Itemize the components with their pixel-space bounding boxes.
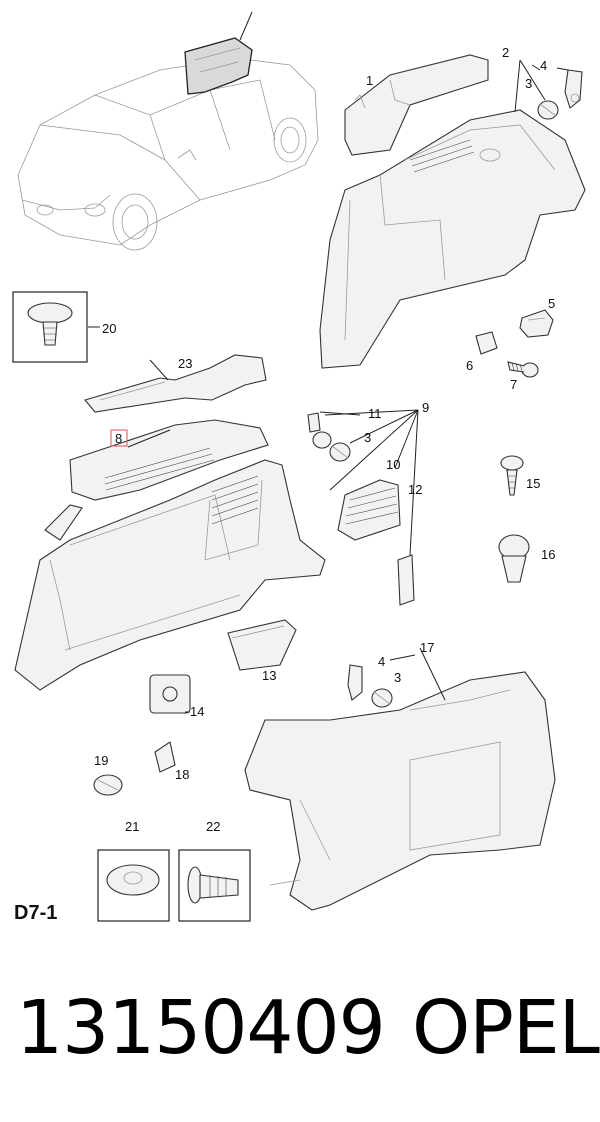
callout-7: 7 [510,377,517,392]
part-19-cap [93,774,123,796]
callout-10: 10 [386,457,400,472]
part-1-upper-trim [344,54,489,156]
callout-19: 19 [94,753,108,768]
callout-4-lower: 4 [378,654,385,669]
part-4-clip-top [564,69,583,109]
leader-lines [127,59,569,713]
part-12-bracket [397,554,415,606]
part-16-push-clip [498,534,530,583]
callout-1: 1 [366,73,373,88]
part-21-box [97,849,170,922]
callout-20: 20 [102,321,116,336]
callout-13: 13 [262,668,276,683]
callout-8-highlight [110,429,128,447]
part-6-square-nut [475,331,498,355]
callout-3-middle: 3 [364,430,371,445]
part-8-trim [44,419,269,541]
callouts: 1 2 4 3 20 5 6 7 23 11 9 3 8 10 15 12 16… [94,45,555,834]
car-illustration [17,11,319,251]
callout-14: 14 [190,704,204,719]
part-2-right-trim-panel [319,109,586,369]
callout-3-top: 3 [525,76,532,91]
part-22-box [178,849,251,922]
part-7-screw [507,361,539,378]
part-5-clip [519,309,554,338]
part-11-connector [307,412,332,449]
part-10-grille [337,479,401,541]
callout-8: 8 [115,431,122,446]
part-17-lower-trim-panel [244,671,556,911]
parts-diagram: 1 2 4 3 20 5 6 7 23 11 9 3 8 10 15 12 16… [12,11,586,922]
callout-2: 2 [502,45,509,60]
part-4-clip-lower [347,664,363,701]
part-13-storage-tray [227,619,297,671]
callout-23: 23 [178,356,192,371]
left-trim-panel [14,459,326,691]
part-23-trim-strip [84,354,267,413]
callout-4-top: 4 [540,58,547,73]
part-14-bracket [149,674,191,714]
brand-name: OPEL [412,985,600,1071]
callout-3-lower: 3 [394,670,401,685]
callout-11: 11 [368,406,382,421]
callout-16: 16 [541,547,555,562]
callout-6: 6 [466,358,473,373]
part-3-nut-top [537,100,559,120]
callout-21: 21 [125,819,139,834]
part-3-nut-middle [329,442,351,462]
callout-17: 17 [420,640,434,655]
section-code: D7-1 [14,902,58,924]
part-15-screw [500,455,524,496]
callout-15: 15 [526,476,540,491]
part-20-box [12,291,100,363]
callout-9: 9 [422,400,429,415]
callout-22: 22 [206,819,220,834]
callout-18: 18 [175,767,189,782]
callout-12: 12 [408,482,422,497]
part-18-bracket [154,741,176,773]
callout-5: 5 [548,296,555,311]
part-3-nut-lower [371,688,393,708]
part-number: 13150409 [16,985,386,1071]
footer: 13150409 OPEL [0,985,600,1095]
